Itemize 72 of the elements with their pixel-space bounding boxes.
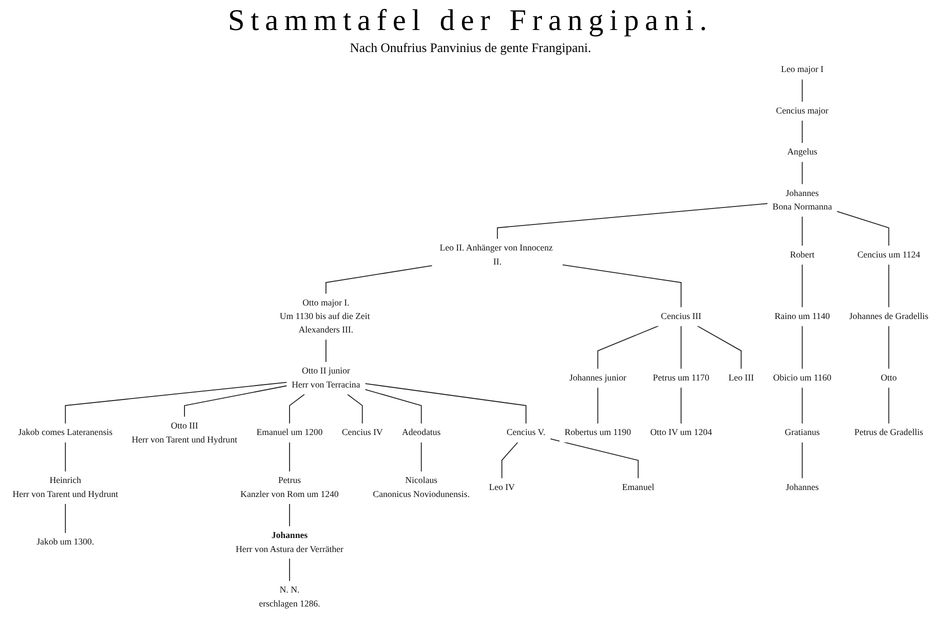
connector — [802, 442, 803, 479]
node-text: Robertus um 1190 — [564, 428, 631, 438]
node-text: Cencius III — [660, 312, 702, 322]
connector — [289, 442, 290, 472]
node-text: Raino um 1140 — [774, 312, 830, 322]
connector — [802, 264, 803, 308]
connector — [680, 386, 682, 424]
connector — [289, 558, 290, 582]
connector — [802, 325, 803, 370]
connector — [184, 385, 288, 418]
node-text: Obicio um 1160 — [773, 373, 832, 383]
connector — [364, 383, 526, 424]
connector — [696, 325, 742, 370]
node-text: Otto IV um 1204 — [650, 428, 712, 438]
connector — [289, 503, 290, 527]
connector — [802, 78, 803, 102]
node-text: Otto — [880, 373, 897, 383]
node-text: Cencius V. — [506, 428, 546, 438]
connector — [501, 442, 518, 479]
connector — [888, 325, 890, 370]
node-text: Otto II junior Herr von Terracina — [292, 366, 360, 390]
node-text: Leo major I — [780, 65, 824, 75]
node-text: Petrus um 1170 — [652, 373, 710, 383]
node-text: Gratianus — [784, 428, 820, 438]
connector — [64, 442, 66, 472]
node-text: Johannes de Gradellis — [849, 312, 928, 322]
connector — [597, 325, 660, 370]
node-text: Emanuel um 1200 — [256, 428, 323, 438]
connector — [289, 394, 306, 424]
node-text: Adeodatus — [402, 428, 441, 438]
node-text: Otto major I. Um 1130 bis auf die Zeit Alexanders III. — [280, 298, 370, 335]
node-text: Johannes — [786, 482, 819, 492]
connector — [420, 442, 422, 472]
node-text: Johannes junior — [569, 373, 626, 383]
connector — [888, 264, 890, 308]
connector — [802, 161, 803, 185]
node-text: Heinrich Herr von Tarent und Hydrunt — [12, 476, 118, 500]
connector — [888, 386, 890, 424]
node-text: Petrus de Gradellis — [854, 428, 924, 438]
node-text: Emanuel — [622, 482, 654, 492]
node-text: Angelus — [787, 147, 818, 158]
node-text: N. N. erschlagen 1286. — [258, 585, 320, 609]
node-text: Robert — [790, 250, 815, 260]
connector — [64, 503, 66, 534]
node-text: Petrus Kanzler von Rom um 1240 — [240, 476, 339, 500]
node-text: Leo IV — [488, 482, 515, 492]
node-text: Cencius IV — [342, 428, 383, 438]
connector — [597, 386, 598, 424]
node-text: Jakob um 1300. — [36, 537, 94, 548]
node-text: Otto III Herr von Tarent und Hydrunt — [132, 421, 238, 444]
node-text: Leo II. Anhänger von Innocenz II. — [440, 243, 553, 267]
connector — [802, 386, 803, 424]
connector — [550, 438, 639, 479]
connector — [64, 382, 288, 424]
node-text: Cencius um 1124 — [857, 250, 920, 260]
node-text: Jakob comes Lateranensis — [18, 428, 112, 438]
connector — [326, 265, 433, 294]
node-text: Nicolaus Canonicus Noviodunensis. — [372, 476, 470, 500]
connector — [364, 388, 422, 424]
connector — [562, 264, 682, 308]
connector — [496, 203, 768, 240]
node-text: Johannes Bona Normanna — [772, 188, 832, 212]
node-text: Cencius major — [776, 106, 828, 116]
connector — [802, 120, 803, 144]
connector — [680, 325, 682, 370]
node-text: Leo III — [728, 373, 754, 383]
connector — [836, 210, 890, 246]
connector — [802, 216, 803, 246]
node-text: Johannes Herr von Astura der Verräther — [236, 530, 344, 554]
connector — [346, 394, 363, 424]
title: Stammtafel der Frangipani. — [228, 4, 714, 38]
subtitle: Nach Onufrius Panvinius de gente Frangipani. — [350, 40, 592, 56]
